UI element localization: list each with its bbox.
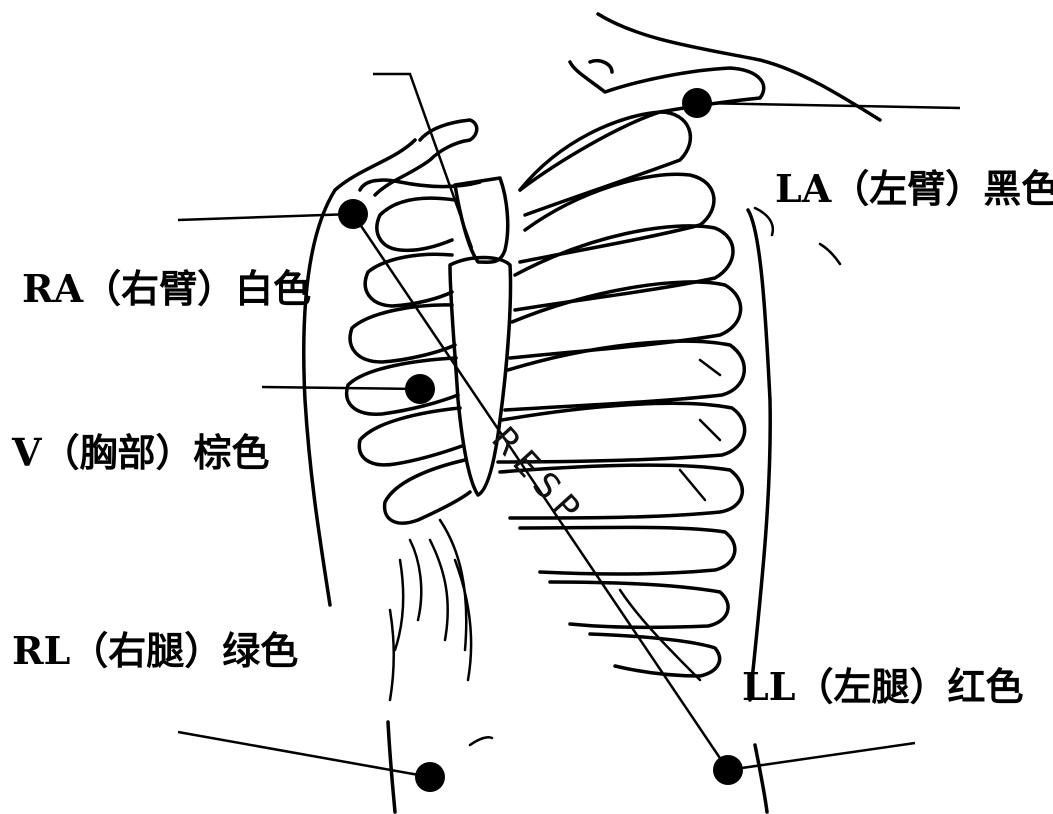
clavicles	[360, 61, 764, 195]
la-label: LA（左臂）黑色	[775, 158, 1053, 213]
rl-lead-line	[178, 732, 430, 777]
electrodes	[338, 88, 743, 792]
la-electrode	[682, 88, 712, 118]
upper-lead-line	[373, 74, 472, 248]
ll-label: LL（左腿）红色	[742, 656, 1023, 711]
ra-lead-line	[178, 214, 353, 220]
left-ribs	[498, 112, 745, 680]
v-electrode	[405, 374, 435, 404]
ra-electrode	[338, 199, 368, 229]
ra-label: RA（右臂）白色	[22, 258, 311, 313]
rl-electrode	[415, 762, 445, 792]
ll-electrode	[713, 755, 743, 785]
la-lead-line	[697, 103, 960, 108]
v-lead-line	[262, 387, 420, 389]
right-ribs	[347, 198, 471, 700]
rl-label: RL（右腿）绿色	[12, 620, 298, 675]
v-label: V（胸部）棕色	[12, 422, 269, 477]
